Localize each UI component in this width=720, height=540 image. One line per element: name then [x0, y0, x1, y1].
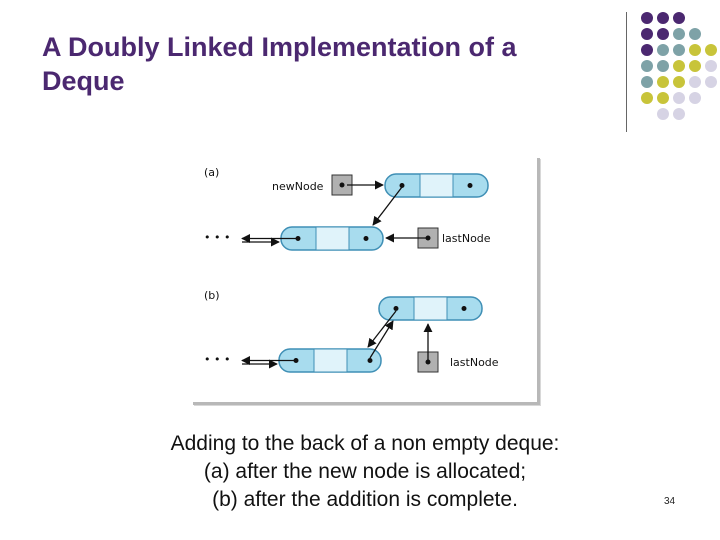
ellipsis-b: • • •: [204, 353, 230, 366]
new-node-ref-dot: [339, 182, 345, 188]
arrow-newnode-prev-b: [367, 310, 397, 348]
caption-line-2: (a) after the new node is allocated;: [203, 460, 527, 483]
dot-row-7: [657, 108, 685, 120]
arrow-newnode-prev-a: [372, 186, 403, 226]
dot-row-4: [641, 60, 717, 72]
slide-title-line-1: A Doubly Linked Implementation of a: [42, 32, 517, 62]
slide-title-line-2: Deque: [42, 66, 125, 96]
deque-diagram: (a) newNode • • • lastNode (b): [204, 166, 499, 373]
last-node-label-a: lastNode: [442, 232, 491, 245]
new-node-a: [384, 173, 489, 198]
caption-line-1: Adding to the back of a non empty deque:: [170, 432, 560, 455]
dot-row-2: [641, 28, 701, 40]
last-node-ref-dot-a: [425, 235, 431, 241]
last-node-label-b: lastNode: [450, 356, 499, 369]
ellipsis-a: • • •: [204, 231, 230, 244]
dot-row-6: [641, 92, 701, 104]
figure-caption: Adding to the back of a non empty deque:…: [130, 430, 600, 514]
new-node-b: [378, 296, 483, 321]
deque-diagram-figure: (a) newNode • • • lastNode (b): [190, 155, 537, 402]
arrow-oldlast-next-b: [369, 320, 394, 359]
decorative-divider: [626, 12, 627, 132]
slide-title: A Doubly Linked Implementation of a Dequ…: [42, 30, 602, 98]
dot-row-3: [641, 44, 717, 56]
dot-row-5: [641, 76, 717, 88]
old-last-node-a: [280, 226, 384, 251]
page-number: 34: [664, 496, 676, 507]
decorative-dot-grid: [641, 12, 717, 120]
new-node-label: newNode: [272, 180, 324, 193]
panel-b-label: (b): [204, 289, 220, 302]
last-node-ref-dot-b: [425, 359, 431, 365]
dot-row-1: [641, 12, 685, 24]
panel-a-label: (a): [204, 166, 219, 179]
caption-line-3: (b) after the addition is complete.: [212, 488, 518, 511]
old-last-node-b: [278, 348, 382, 373]
